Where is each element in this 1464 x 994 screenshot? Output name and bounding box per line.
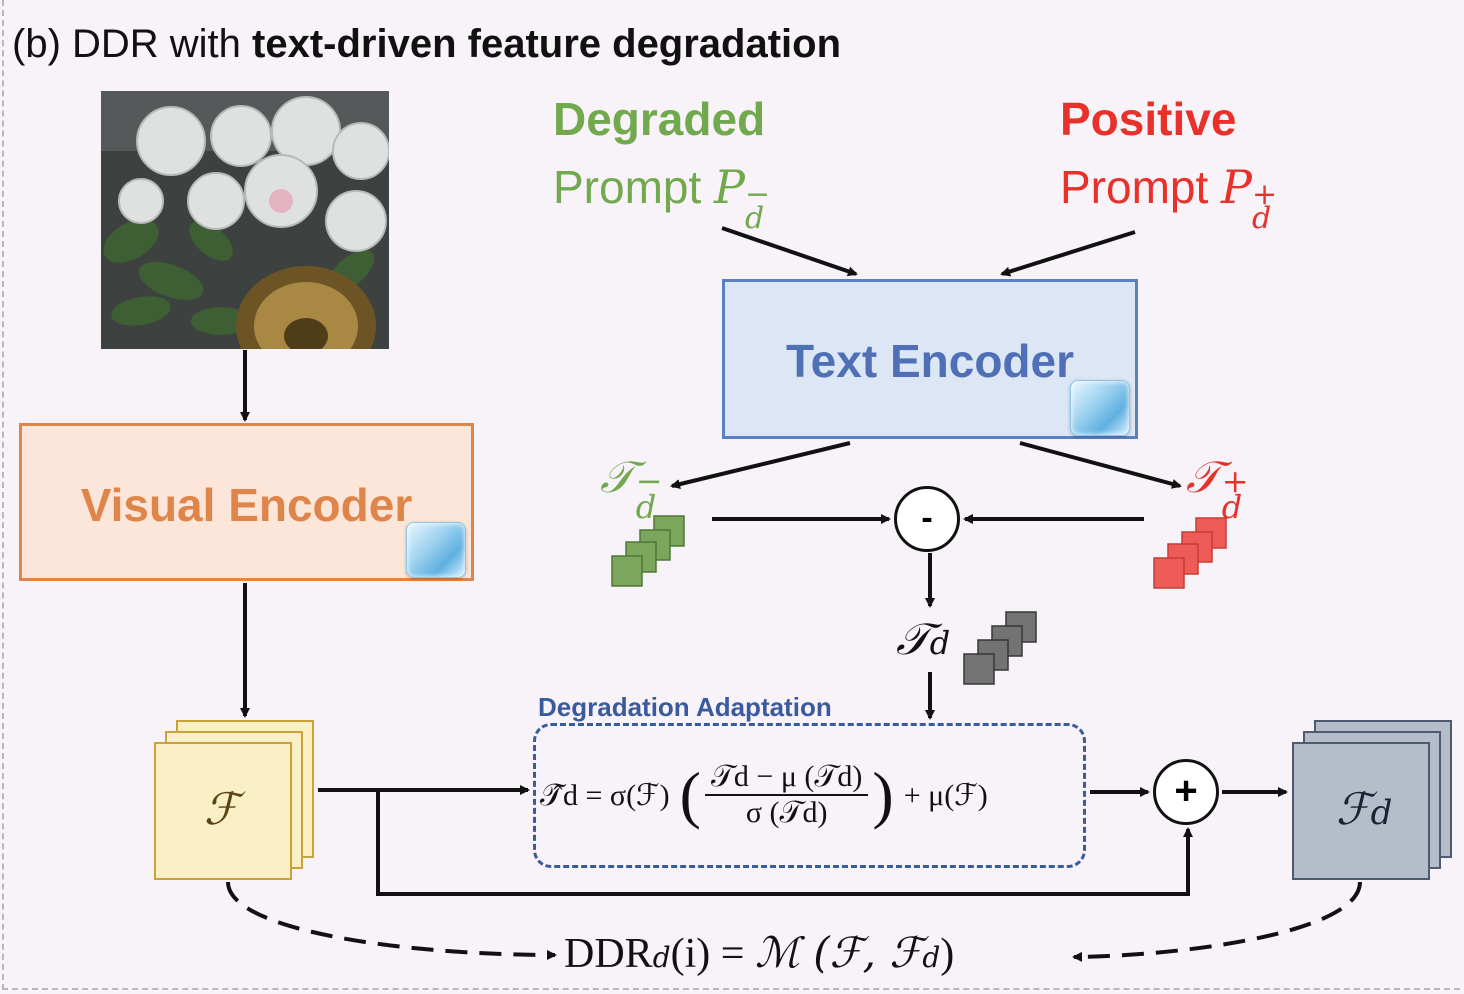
adaptation-label: Degradation Adaptation xyxy=(538,692,832,722)
frozen-ice-icon xyxy=(1070,380,1130,436)
figure-title: (b) DDR with text-driven feature degrada… xyxy=(12,22,842,66)
ddr-formula: DDRd(i) = ℳ (ℱ, ℱd) xyxy=(564,928,955,977)
diff-token-cubes xyxy=(963,611,1037,685)
positive-prompt-label: Prompt P+d xyxy=(1060,160,1278,236)
adaptation-box xyxy=(533,723,1086,868)
output-to-ddr-dashed xyxy=(1072,881,1362,962)
output-feature-symbol: ℱd xyxy=(1336,784,1393,835)
minus-operator: - xyxy=(894,486,960,552)
positive-prompt-word: Positive xyxy=(1060,93,1237,145)
text-to-neg-arrow xyxy=(670,441,851,489)
degraded-prompt-word: Degraded xyxy=(553,93,766,145)
positive-to-text-arrow xyxy=(1000,230,1136,277)
input-feature-stack: ℱ xyxy=(154,720,316,882)
diff-token-label: 𝒯d xyxy=(896,614,951,665)
degraded-to-text-arrow xyxy=(721,226,858,277)
text-to-pos-arrow xyxy=(1019,441,1182,489)
input-image xyxy=(101,91,389,349)
visual-encoder-label: Visual Encoder xyxy=(80,479,413,531)
degraded-prompt-label: Prompt P−d xyxy=(553,160,771,236)
visual-encoder-box: Visual Encoder xyxy=(19,423,474,581)
input-feature-symbol: ℱ xyxy=(204,784,239,835)
input-to-ddr-dashed xyxy=(226,881,557,960)
pos-token-cubes xyxy=(1153,517,1227,589)
neg-token-cubes xyxy=(611,515,685,587)
adaptation-formula: 𝒯̂d = σ(ℱ) ( 𝒯d − μ (𝒯d) σ (𝒯d) ) + μ(ℱ) xyxy=(540,759,988,830)
plus-operator: + xyxy=(1153,759,1219,825)
output-feature-stack: ℱd xyxy=(1292,720,1454,882)
text-encoder-box: Text Encoder xyxy=(722,279,1138,439)
skip-connection-arrow xyxy=(376,790,1193,896)
text-encoder-label: Text Encoder xyxy=(786,335,1074,387)
pos-token-label: 𝒯+d xyxy=(1186,452,1249,526)
frozen-ice-icon xyxy=(406,522,466,578)
neg-token-label: 𝒯−d xyxy=(600,452,663,526)
